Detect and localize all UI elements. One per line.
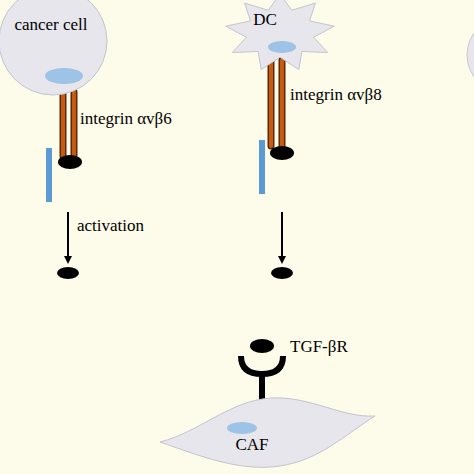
integrin-subunit bbox=[279, 60, 286, 146]
active-tgf-beta bbox=[57, 267, 79, 279]
annotation-label: integrin αvβ8 bbox=[290, 84, 382, 105]
cell-outline bbox=[160, 390, 375, 470]
lap-bar bbox=[46, 148, 52, 202]
nucleus bbox=[227, 422, 257, 434]
active-tgf-beta bbox=[271, 267, 293, 279]
integrin-subunit bbox=[71, 92, 78, 156]
integrin-subunit bbox=[61, 92, 65, 156]
latent-tgf-beta bbox=[270, 146, 294, 160]
integrin-subunit bbox=[269, 60, 273, 146]
cancer-cell: cancer cell bbox=[0, 0, 108, 96]
receptor-cup bbox=[241, 356, 283, 374]
nucleus bbox=[45, 68, 83, 84]
annotation-label: TGF-βR bbox=[290, 336, 348, 357]
cell-label: cancer cell bbox=[13, 14, 89, 35]
integrin-subunit bbox=[280, 60, 284, 146]
cell-outline bbox=[225, 0, 335, 70]
partial-cell bbox=[467, 17, 474, 93]
activation-arrow bbox=[67, 212, 69, 262]
dendritic-cell: DC bbox=[225, 0, 335, 70]
bound-tgf-beta bbox=[250, 339, 274, 353]
lap-bar bbox=[259, 140, 265, 194]
cell-label: DC bbox=[247, 9, 283, 30]
integrin-subunit bbox=[60, 92, 67, 156]
latent-tgf-beta bbox=[58, 155, 82, 169]
annotation-label: integrin αvβ6 bbox=[80, 108, 172, 129]
annotation-label: activation bbox=[77, 215, 144, 236]
cell-body bbox=[226, 0, 334, 70]
cell-body bbox=[0, 0, 107, 95]
integrin-subunit bbox=[72, 92, 76, 156]
cell-label: CAF bbox=[228, 434, 276, 455]
nucleus bbox=[268, 41, 296, 53]
activation-arrow bbox=[281, 212, 283, 262]
caf-cell: CAF bbox=[160, 390, 375, 470]
cell-body bbox=[160, 398, 375, 467]
cell-outline bbox=[0, 0, 108, 96]
integrin-subunit bbox=[268, 60, 275, 146]
